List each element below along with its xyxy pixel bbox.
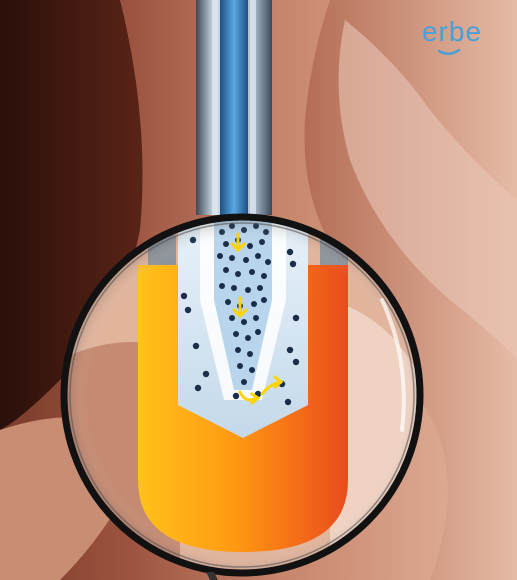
probe-core (220, 0, 248, 215)
logo-text: erbe (402, 18, 502, 46)
logo-swoosh-icon (438, 48, 460, 56)
erbe-logo: erbe (402, 18, 502, 58)
